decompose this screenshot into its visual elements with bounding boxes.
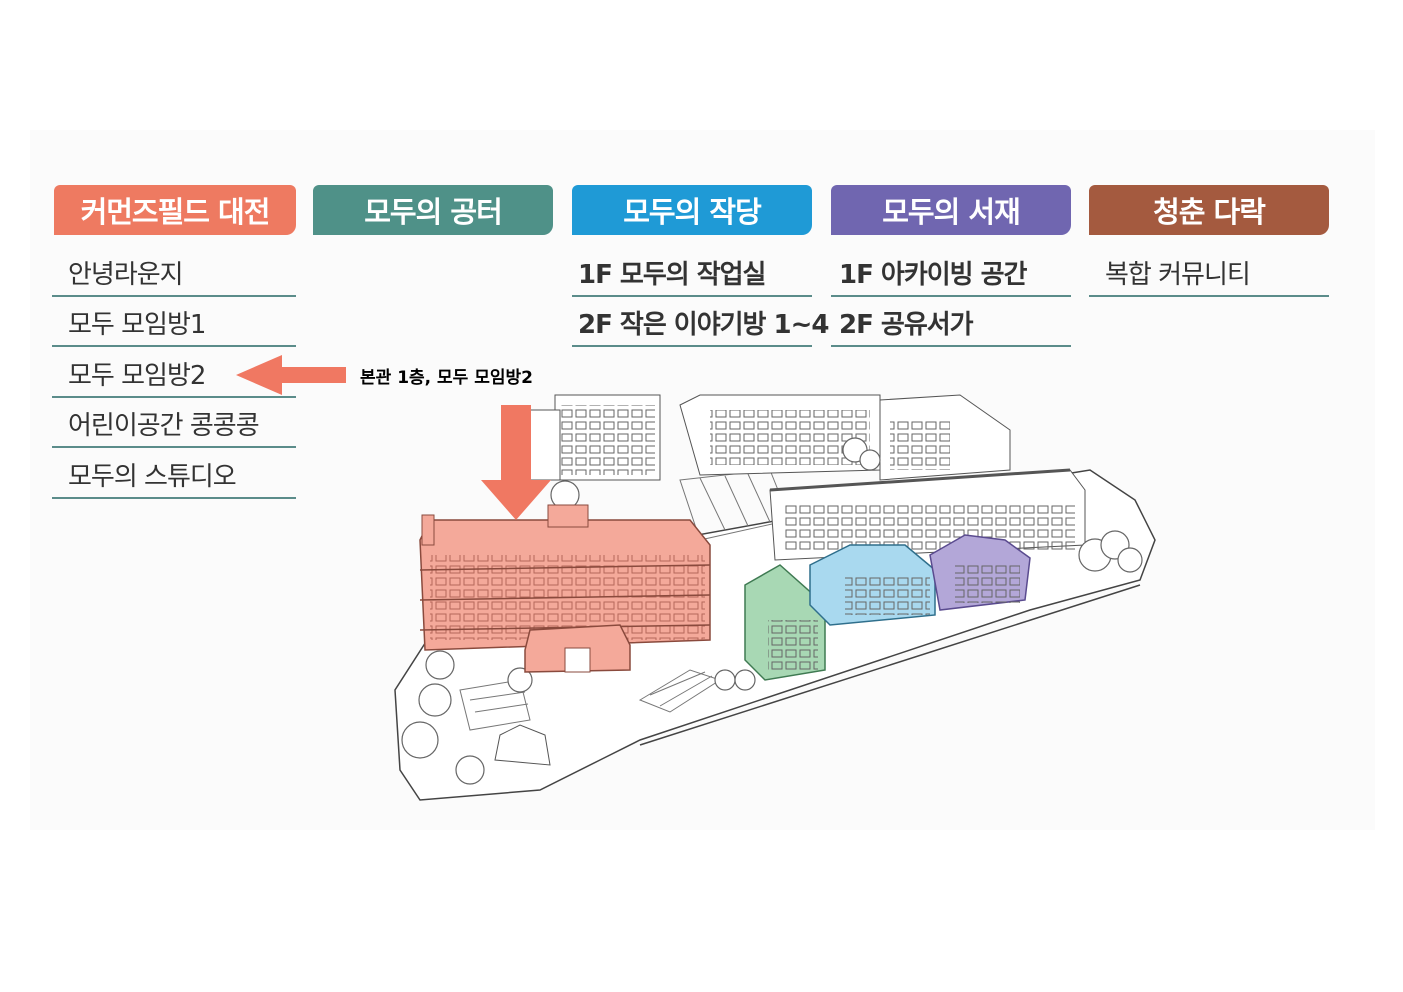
main-building	[419, 504, 711, 673]
modu-seojae-building	[929, 534, 1031, 611]
back-building-left	[519, 394, 661, 481]
list-item-hello-lounge[interactable]: 안녕라운지	[52, 249, 296, 297]
list-item-shared-bookshelf[interactable]: 2F 공유서가	[831, 299, 1071, 347]
long-building	[769, 468, 1086, 561]
callout-label: 본관 1층, 모두 모임방2	[360, 368, 533, 388]
tab-modu-seojae[interactable]: 모두의 서재	[831, 185, 1071, 235]
trees	[401, 437, 1143, 785]
arrow-down-indicator	[481, 405, 551, 520]
arrow-left-indicator	[236, 355, 346, 395]
modu-jakdang-building	[809, 544, 936, 626]
modu-gongteo-building	[744, 564, 826, 681]
back-building-right	[679, 394, 1011, 481]
gate-house	[494, 724, 551, 766]
list-item-kids-space[interactable]: 어린이공간 콩콩콩	[52, 400, 296, 448]
tab-commonsfield-daejeon[interactable]: 커먼즈필드 대전	[54, 185, 296, 235]
list-item-complex-community[interactable]: 복합 커뮤니티	[1089, 249, 1329, 297]
tab-cheongchun-darak[interactable]: 청춘 다락	[1089, 185, 1329, 235]
list-item-workshop[interactable]: 1F 모두의 작업실	[572, 249, 812, 297]
list-item-meeting-room-1[interactable]: 모두 모임방1	[52, 299, 296, 347]
list-item-archiving[interactable]: 1F 아카이빙 공간	[831, 249, 1071, 297]
list-item-story-rooms[interactable]: 2F 작은 이야기방 1~4	[572, 299, 830, 347]
list-item-meeting-room-2[interactable]: 모두 모임방2	[52, 350, 296, 398]
list-item-studio[interactable]: 모두의 스튜디오	[52, 451, 296, 499]
tab-modu-jakdang[interactable]: 모두의 작당	[572, 185, 812, 235]
tab-modu-gongteo[interactable]: 모두의 공터	[313, 185, 553, 235]
